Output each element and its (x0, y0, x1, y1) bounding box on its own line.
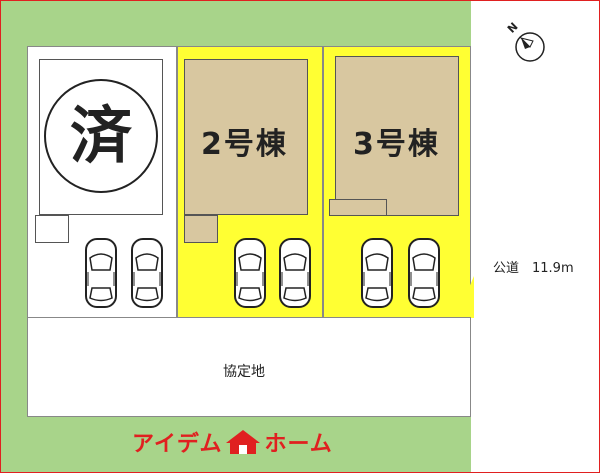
sold-mark-text: 済 (69, 99, 132, 172)
compass-north-label: N (505, 20, 521, 36)
brand-text-2: ホーム (264, 432, 333, 457)
road-label: 公道 11.9m (493, 261, 574, 276)
house-3 (335, 56, 459, 216)
sold-mark: 済 (44, 79, 158, 193)
car-icon (279, 238, 311, 308)
porch-1 (35, 215, 69, 243)
common-area-label: 協定地 (223, 364, 265, 380)
lot-2-label: 2号棟 (201, 127, 288, 162)
brand-logo: アイデム ホーム (132, 426, 333, 458)
house-logo-icon (226, 430, 261, 454)
car-icon (361, 238, 393, 308)
car-icon (234, 238, 266, 308)
lot-3-label: 3号棟 (353, 127, 440, 162)
house-2 (184, 59, 308, 215)
compass-icon: N (505, 20, 545, 62)
lot-3-corner (456, 276, 474, 318)
common-area (27, 317, 471, 417)
car-icon (408, 238, 440, 308)
car-icon (131, 238, 163, 308)
car-icon (85, 238, 117, 308)
porch-3 (329, 199, 387, 216)
porch-2 (184, 215, 218, 243)
brand-text-1: アイデム (132, 432, 223, 457)
public-road (471, 1, 599, 472)
